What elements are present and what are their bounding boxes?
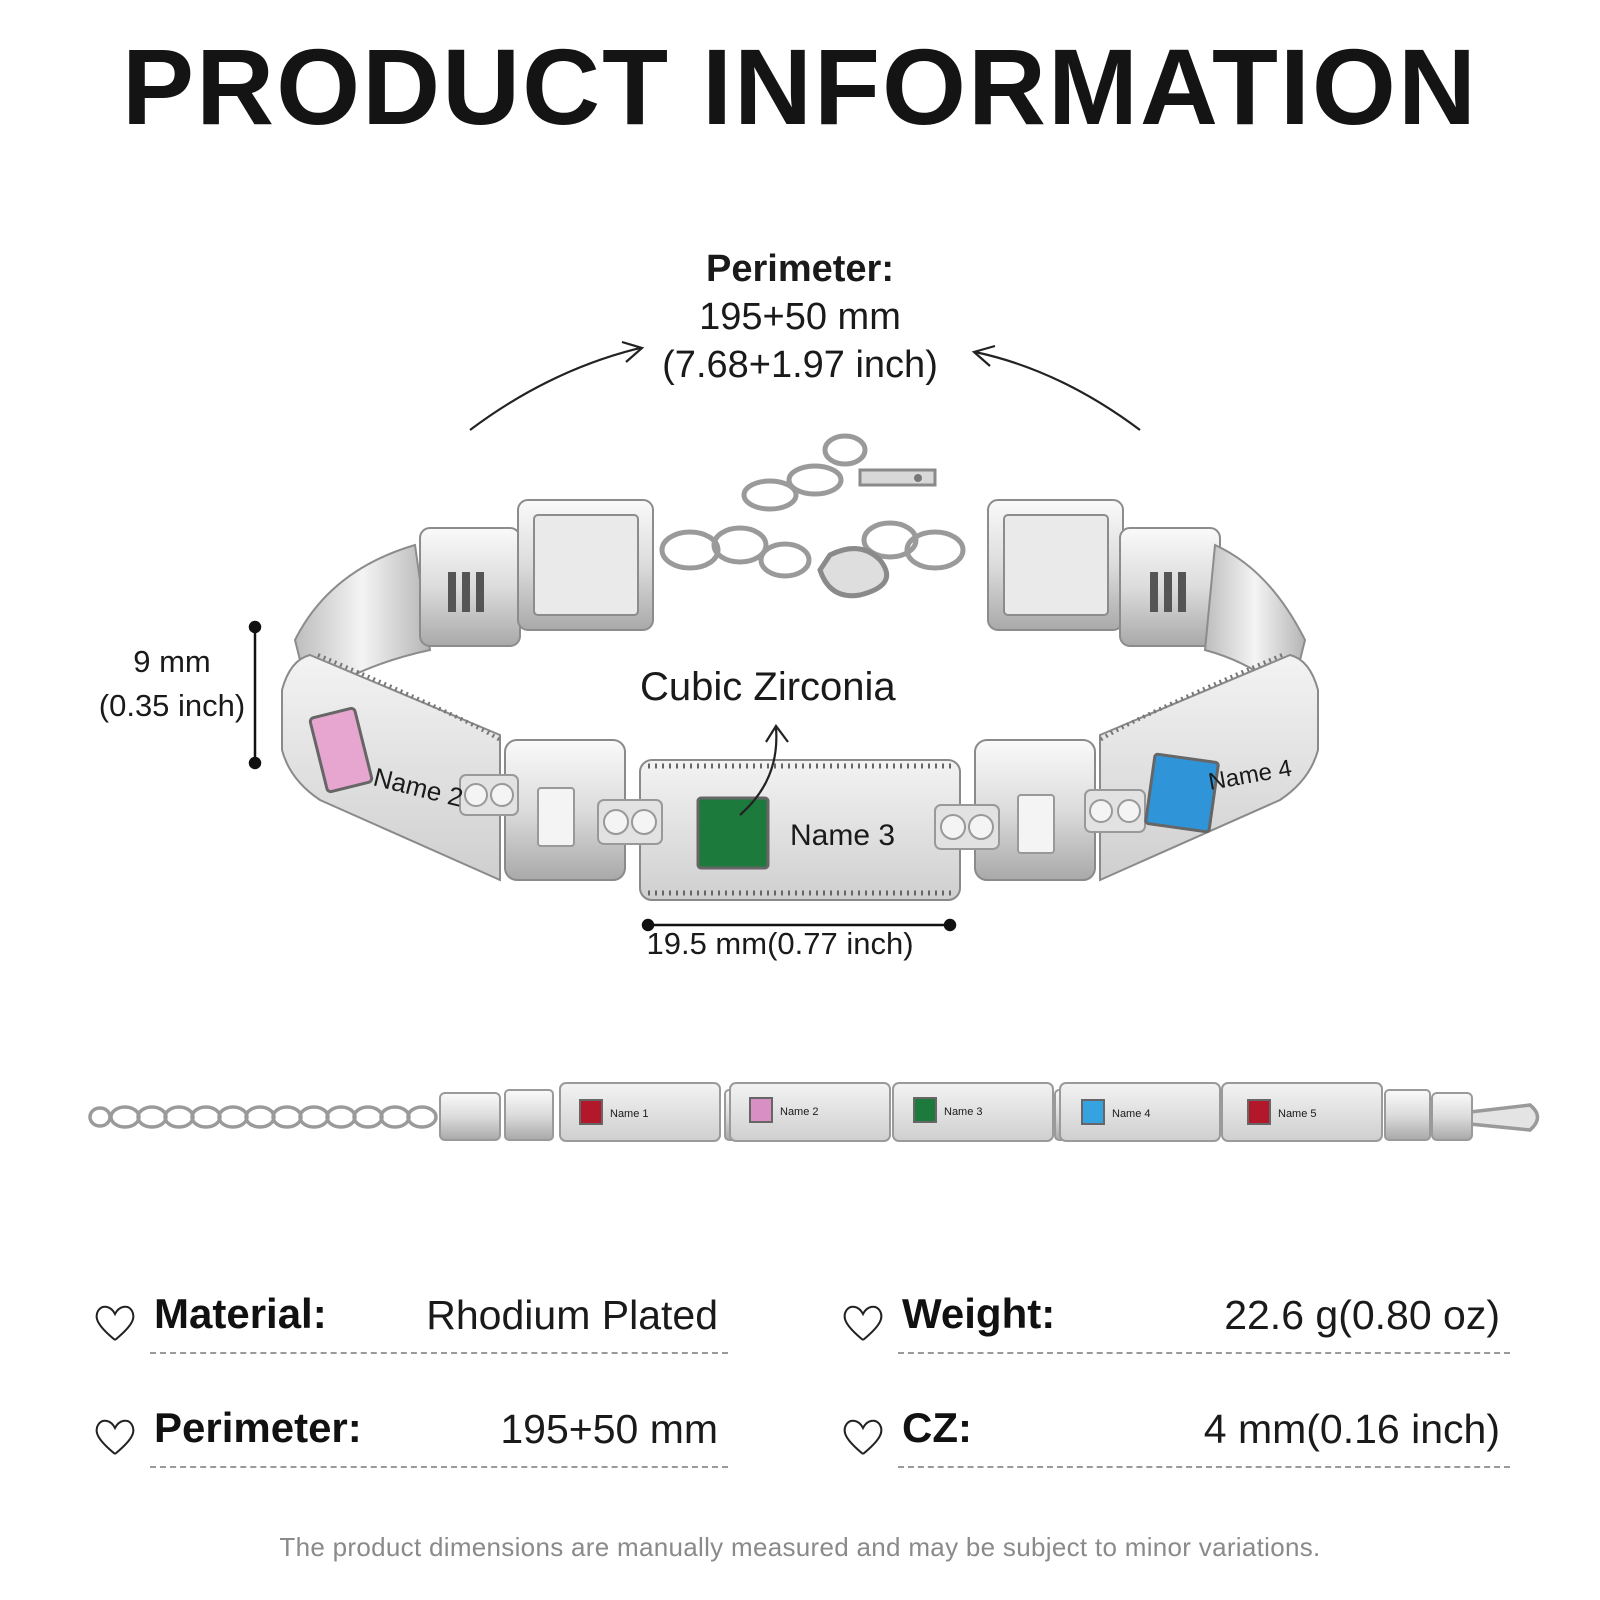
stone-green: [696, 796, 770, 870]
spec-value: 195+50 mm: [500, 1406, 718, 1452]
flat-stone-2: [749, 1097, 773, 1123]
flat-stone-4: [1081, 1099, 1105, 1125]
flat-chain: [88, 1103, 1540, 1132]
perimeter-callout-label: Perimeter:: [706, 248, 894, 290]
width-callout: 19.5 mm(0.77 inch): [646, 926, 914, 961]
perimeter-arrow-left-head: [621, 340, 645, 363]
height-dimension-line: [248, 620, 262, 770]
stone-pink: [308, 706, 374, 794]
perimeter-arrow-right: [974, 350, 1141, 431]
spec-divider: [898, 1352, 1510, 1354]
flat-stone-5: [1247, 1099, 1271, 1125]
perimeter-callout-mm: 195+50 mm: [699, 296, 901, 338]
footnote: The product dimensions are manually meas…: [279, 1532, 1321, 1562]
spec-value: 4 mm(0.16 inch): [1203, 1406, 1500, 1452]
spec-perimeter: Perimeter: 195+50 mm: [92, 1404, 728, 1484]
spec-label: CZ:: [902, 1404, 972, 1451]
flat-stone-1: [579, 1099, 603, 1125]
engraving-name-3: Name 3: [790, 819, 895, 852]
spec-weight: Weight: 22.6 g(0.80 oz): [840, 1290, 1510, 1370]
width-dimension-line: [641, 918, 957, 932]
stone-callout: Cubic Zirconia: [640, 665, 896, 709]
spec-label: Material:: [154, 1290, 327, 1337]
flat-engraving-2: Name 2: [780, 1106, 819, 1118]
spec-divider: [898, 1466, 1510, 1468]
spec-divider: [150, 1466, 728, 1468]
flat-engraving-1: Name 1: [610, 1108, 649, 1120]
height-callout-mm: 9 mm: [133, 644, 211, 679]
perimeter-arrows: [469, 340, 1141, 431]
page-title: PRODUCT INFORMATION: [122, 26, 1478, 147]
perimeter-callout-inch: (7.68+1.97 inch): [662, 344, 938, 386]
height-callout-inch: (0.35 inch): [98, 688, 246, 723]
spec-label: Perimeter:: [154, 1404, 362, 1451]
spec-material: Material: Rhodium Plated: [92, 1290, 728, 1370]
perimeter-arrow-right-head: [971, 344, 996, 367]
bracelet-chain-clasp: [659, 433, 966, 599]
spec-value: Rhodium Plated: [426, 1292, 718, 1338]
bracelet-flat-stones: [579, 1097, 1271, 1125]
heart-outline-icon: [95, 1419, 135, 1455]
flat-engraving-5: Name 5: [1278, 1108, 1317, 1120]
perimeter-callout: Perimeter: 195+50 mm (7.68+1.97 inch): [600, 245, 1000, 389]
bracelet-flat: [88, 1082, 1540, 1142]
flat-engraving-3: Name 3: [944, 1106, 983, 1118]
spec-label: Weight:: [902, 1290, 1056, 1337]
heart-outline-icon: [843, 1419, 883, 1455]
spec-divider: [150, 1352, 728, 1354]
height-callout: 9 mm (0.35 inch): [72, 640, 272, 728]
stone-blue: [1144, 752, 1220, 834]
flat-engraving-4: Name 4: [1112, 1108, 1151, 1120]
flat-stone-3: [913, 1097, 937, 1123]
spec-value: 22.6 g(0.80 oz): [1224, 1292, 1500, 1338]
spec-cz: CZ: 4 mm(0.16 inch): [840, 1404, 1510, 1484]
stone-callout-arrow: [739, 724, 789, 816]
perimeter-arrow-left: [469, 346, 641, 431]
bracelet-main-stones: [308, 706, 1220, 870]
heart-outline-icon: [843, 1305, 883, 1341]
heart-outline-icon: [95, 1305, 135, 1341]
bracelet-back-links: [293, 499, 1307, 703]
